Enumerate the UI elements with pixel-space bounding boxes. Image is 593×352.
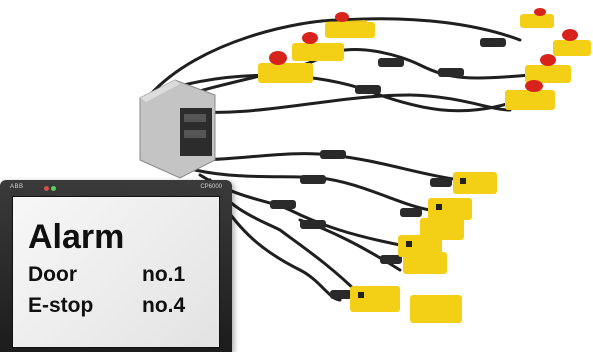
connector <box>300 220 326 229</box>
connector <box>438 68 464 77</box>
y-connectors <box>270 38 506 299</box>
estop-devices <box>258 8 591 110</box>
estop-device <box>553 29 591 56</box>
brand-logo: ABB <box>10 184 24 190</box>
alarm-title: Alarm <box>28 218 125 256</box>
status-led-red <box>44 186 49 191</box>
alarm-row-value: no.1 <box>142 263 186 286</box>
connector <box>400 208 422 217</box>
model-label: CP6000 <box>200 184 222 190</box>
connector <box>380 255 402 264</box>
connector <box>270 200 296 209</box>
connector <box>430 178 452 187</box>
estop-device <box>525 54 571 83</box>
connector <box>300 175 326 184</box>
connector <box>330 290 352 299</box>
safety-controller <box>139 79 216 179</box>
door-sensor <box>350 286 400 312</box>
door-sensor <box>453 172 497 194</box>
estop-device <box>325 12 375 38</box>
door-sensor <box>410 295 462 323</box>
door-sensor <box>398 235 442 257</box>
connector <box>355 85 381 94</box>
status-led-green <box>51 186 56 191</box>
estop-device <box>520 8 554 28</box>
connector <box>480 38 506 47</box>
hmi-panel: ABB CP6000 Alarm Door no.1 E-stop no.4 <box>0 180 232 352</box>
estop-device <box>292 32 344 61</box>
hmi-screen[interactable] <box>12 196 220 348</box>
door-sensor <box>403 252 447 274</box>
estop-device <box>505 80 555 110</box>
connector <box>320 150 346 159</box>
alarm-row-value: no.4 <box>142 294 186 317</box>
door-sensor <box>420 218 464 240</box>
door-sensor <box>428 198 472 220</box>
estop-device <box>258 51 313 83</box>
alarm-row-label: E-stop <box>28 294 94 317</box>
hmi-header: ABB CP6000 <box>8 184 224 194</box>
connector <box>378 58 404 67</box>
door-sensors <box>350 172 497 323</box>
alarm-row-label: Door <box>28 263 77 286</box>
